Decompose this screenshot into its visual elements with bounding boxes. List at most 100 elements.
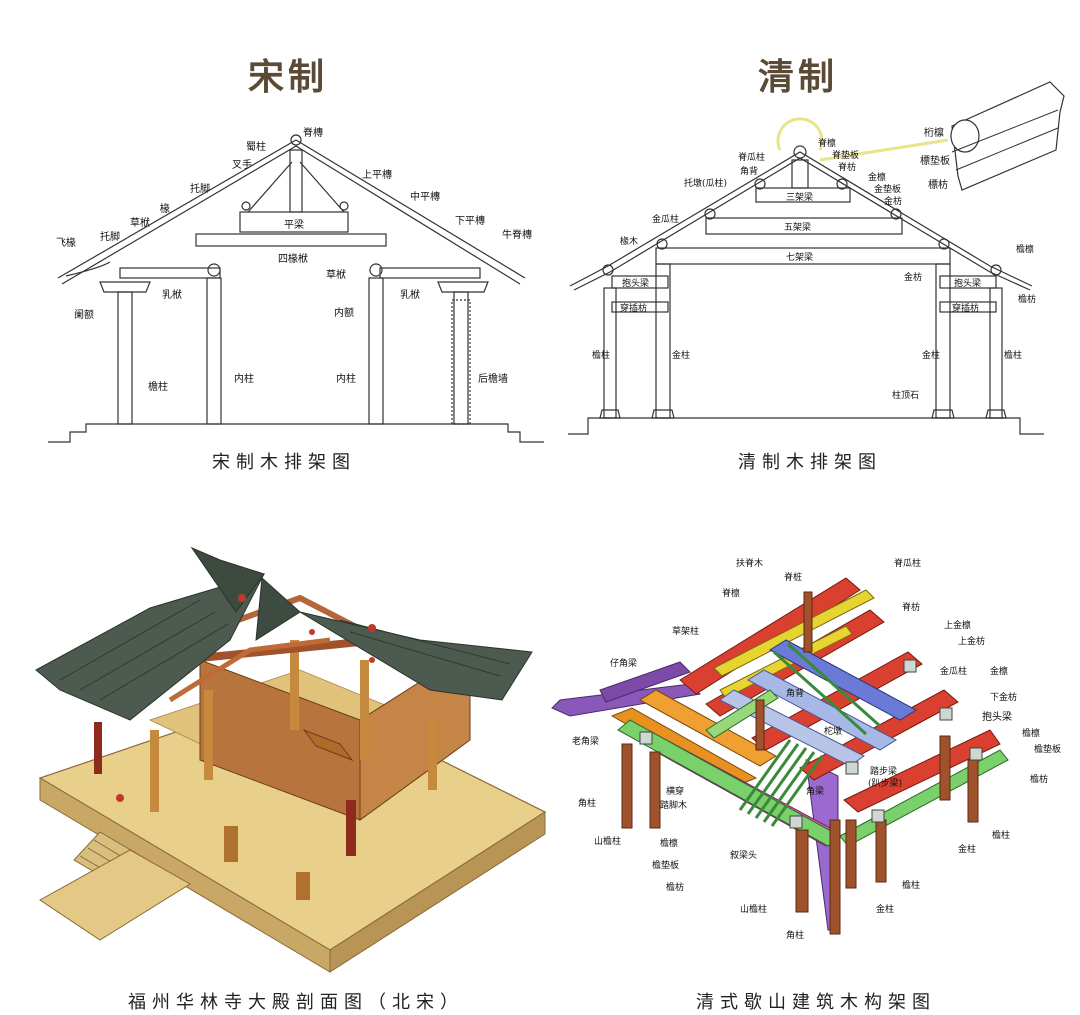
qing-label-chuanchafang2: 穿插枋 [952, 302, 979, 314]
xieshan-label-fujimu: 扶脊木 [736, 557, 763, 569]
song-label-shangpingtuan: 上平槫 [362, 168, 392, 181]
qing-label-jinguazhu: 金瓜柱 [652, 213, 679, 225]
fuzhou-caption: 福州华林寺大殿剖面图（北宋） [128, 992, 464, 1013]
xieshan-label-jiaobei: 角背 [786, 687, 804, 699]
xieshan-label-jinguazhu: 金瓜柱 [940, 665, 967, 677]
song-label-neie: 内额 [334, 306, 354, 319]
xieshan-label-yanfang: 檐枋 [1030, 773, 1048, 785]
song-label-rufu1: 乳栿 [162, 288, 182, 301]
song-label-caofu1: 草栿 [130, 216, 150, 229]
xieshan-frame-illustration [551, 577, 1009, 935]
qing-label-yanzhu1: 檐柱 [592, 349, 610, 361]
qing-label-jinfang1: 金枋 [884, 195, 902, 207]
fuzhou-cutaway-illustration [35, 546, 547, 973]
qing-label-baotouliang1: 抱头梁 [622, 277, 649, 289]
qing-label-tuodun: 托墩(瓜柱) [684, 177, 727, 189]
xieshan-label-shangjinlin: 上金檩 [944, 619, 971, 631]
song-label-tuojiao1: 托脚 [190, 182, 210, 195]
xieshan-label-jilin: 脊檩 [722, 587, 740, 599]
qing-label-biaodianban: 標垫板 [920, 154, 950, 167]
xieshan-label-jifang: 脊枋 [902, 601, 920, 613]
xieshan-label-baotouliang: 抱头梁 [982, 710, 1012, 723]
qing-label-jiguazhu: 脊瓜柱 [738, 151, 765, 163]
qing-label-jiaobei: 角背 [740, 165, 758, 177]
qing-frame-drawing [568, 145, 1044, 435]
qing-label-jidianban: 脊垫板 [832, 149, 859, 161]
qing-label-yanfang: 檐枋 [1018, 293, 1036, 305]
xieshan-label-jinzhu1: 金柱 [958, 843, 976, 855]
song-label-lan-e: 阑额 [74, 308, 94, 321]
xieshan-label-yanzhu: 檐柱 [992, 829, 1010, 841]
song-frame-drawing [48, 134, 544, 443]
qing-caption: 清制木排架图 [738, 452, 882, 473]
qing-label-jindianban: 金垫板 [874, 183, 901, 195]
qing-label-hengmo: 桁檩 [924, 126, 944, 139]
qing-label-jinfang2: 金枋 [904, 271, 922, 283]
song-label-yanzhu: 檐柱 [148, 380, 168, 393]
qing-label-chuanchafang1: 穿插枋 [620, 302, 647, 314]
xieshan-label-laojiaoliang: 老角梁 [572, 735, 599, 747]
xieshan-label-jiaoliang: 角梁 [806, 785, 824, 797]
xieshan-label-shanyanzhu: 山檐柱 [594, 835, 621, 847]
xieshan-label-tuodun: 柁墩 [824, 725, 842, 737]
qing-detail-inset [776, 81, 1065, 191]
qing-label-jinzhu2: 金柱 [922, 349, 940, 361]
xieshan-label-yanlin: 檐檩 [1022, 727, 1040, 739]
xieshan-caption: 清式歇山建筑木构架图 [696, 992, 936, 1013]
xieshan-label-tabuliang: 踏步梁 [870, 765, 897, 777]
xieshan-label-yandianban: 檐垫板 [1034, 743, 1061, 755]
xieshan-label-caojiazhu: 草架柱 [672, 625, 699, 637]
xieshan-label-zijiaoliang: 仔角梁 [610, 657, 637, 669]
qing-label-yanzhu2: 檐柱 [1004, 349, 1022, 361]
song-label-chashou: 叉手 [232, 158, 252, 171]
qing-label-jilin: 脊檩 [818, 137, 836, 149]
xieshan-label-shanyanzhu2: 山檐柱 [740, 903, 767, 915]
song-label-neizhu1: 内柱 [234, 372, 254, 385]
xieshan-label-jiaozhu1: 角柱 [578, 797, 596, 809]
xieshan-label-chaliangtou: 叙梁头 [730, 849, 757, 861]
xieshan-label-yanfang2: 檐枋 [666, 881, 684, 893]
song-label-zhongpingtuan: 中平槫 [410, 190, 440, 203]
xieshan-labels: 扶脊木 脊桩 脊檩 脊瓜柱 脊枋 草架柱 上金檩 上金枋 仔角梁 金瓜柱 金檩 … [572, 557, 1061, 941]
qing-label-biaofang: 標枋 [928, 178, 948, 191]
song-label-houyanqiang: 后檐墙 [478, 372, 508, 385]
qing-title: 清制 [758, 56, 839, 98]
xieshan-label-shangjinfang: 上金枋 [958, 635, 985, 647]
xieshan-label-jiaozhu2: 角柱 [786, 929, 804, 941]
song-label-rufu2: 乳栿 [400, 288, 420, 301]
qing-label-jifang: 脊枋 [838, 161, 856, 173]
qing-label-qijialiang: 七架梁 [786, 251, 813, 263]
xieshan-label-jinlin: 金檩 [990, 665, 1008, 677]
qing-label-yanlin: 檐檩 [1016, 243, 1034, 255]
song-label-pingliang: 平梁 [284, 218, 304, 231]
xieshan-label-jiguazhu: 脊瓜柱 [894, 557, 921, 569]
song-label-neizhu2: 内柱 [336, 372, 356, 385]
song-caption: 宋制木排架图 [212, 452, 356, 473]
qing-label-zhudingshi: 柱顶石 [892, 389, 919, 401]
xieshan-label-tajiaomu: 踏脚木 [660, 799, 687, 811]
qing-label-wujialiang: 五架梁 [784, 221, 811, 233]
song-label-xiapingtuan: 下平槫 [455, 214, 485, 227]
xieshan-label-jinzhu2: 金柱 [876, 903, 894, 915]
qing-labels: 脊檩 脊垫板 脊枋 脊瓜柱 角背 托墩(瓜柱) 金檩 金垫板 金枋 三架梁 金瓜… [592, 126, 1036, 401]
song-label-tuojiao2: 托脚 [100, 230, 120, 243]
song-label-sichuanfu: 四椽栿 [278, 252, 308, 265]
song-title: 宋制 [248, 56, 329, 98]
xieshan-label-yandianban2: 檐垫板 [652, 859, 679, 871]
xieshan-label-jizhu: 脊桩 [784, 571, 802, 583]
song-labels: 脊槫 蜀柱 叉手 托脚 上平槫 中平槫 下平槫 牛脊槫 椽 草栿 托脚 飞椽 平… [56, 126, 532, 393]
xieshan-label-hengchuan: 横穿 [666, 785, 684, 797]
qing-label-sanjialiang: 三架梁 [786, 191, 813, 203]
qing-label-jinzhu1: 金柱 [672, 349, 690, 361]
song-label-jiliang: 脊槫 [303, 126, 323, 139]
song-label-caofu2: 草栿 [326, 268, 346, 281]
song-label-feichuan: 飞椽 [56, 236, 76, 249]
xieshan-label-tabuliang-sub: (趴步梁) [868, 777, 902, 789]
xieshan-label-yanzhu2: 檐柱 [902, 879, 920, 891]
song-label-shuzhu: 蜀柱 [246, 140, 266, 153]
xieshan-label-yanlin2: 檐檩 [660, 837, 678, 849]
qing-label-chuanmu: 椽木 [620, 235, 638, 247]
xieshan-label-xiajinfang: 下金枋 [990, 691, 1017, 703]
song-label-niujituan: 牛脊槫 [502, 228, 532, 241]
